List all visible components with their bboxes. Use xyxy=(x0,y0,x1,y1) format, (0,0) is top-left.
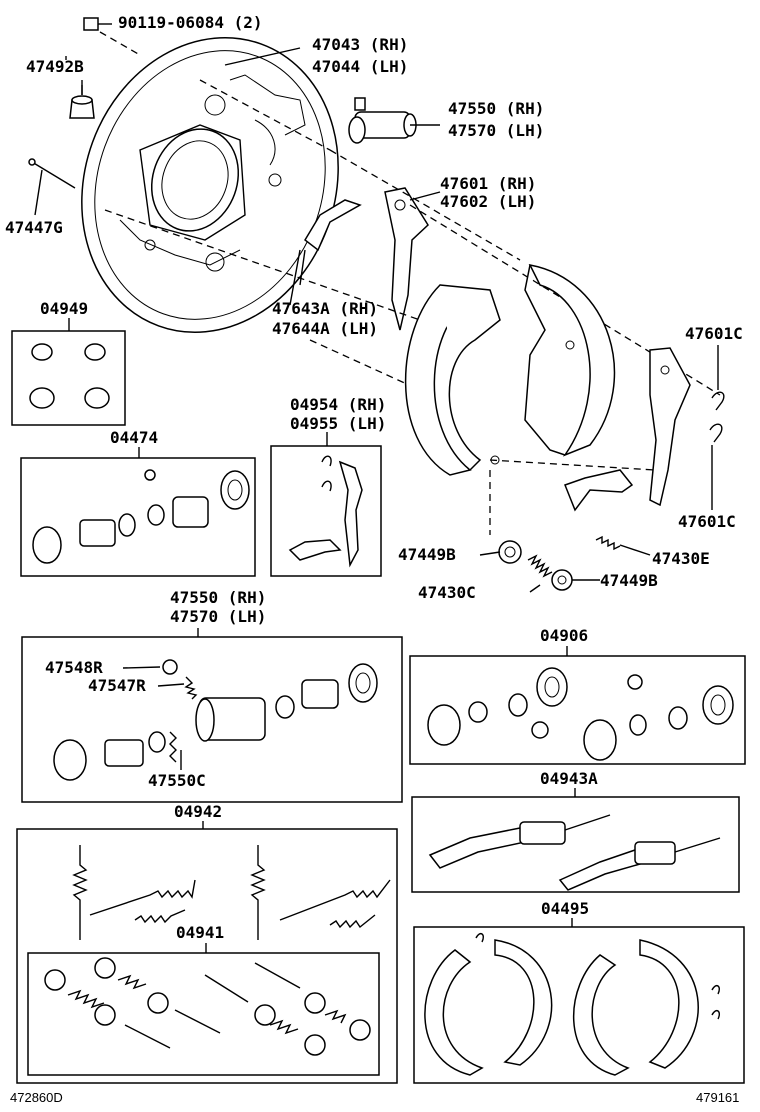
label-47447g: 47447G xyxy=(5,218,63,237)
label-04954-rh: 04954 (RH) xyxy=(290,395,387,414)
label-47570-lh: 47570 (LH) xyxy=(170,607,267,626)
label-47430e: 47430E xyxy=(652,549,710,568)
label-47601c-top: 47601C xyxy=(685,324,743,343)
bolt-part xyxy=(83,17,141,56)
label-47043-rh: 47043 (RH) xyxy=(312,35,409,54)
label-47547r: 47547R xyxy=(88,676,146,695)
label-47550-rh-top: 47550 (RH) xyxy=(448,99,545,118)
brake-shoe-left xyxy=(404,284,501,476)
label-04955-lh: 04955 (LH) xyxy=(290,414,387,433)
cylinder-kit-04474 xyxy=(32,469,250,564)
label-04906: 04906 xyxy=(540,626,589,645)
label-47430c: 47430C xyxy=(418,583,476,602)
label-47548r: 47548R xyxy=(45,658,103,677)
wheel-cylinder-part xyxy=(348,97,440,144)
label-04942: 04942 xyxy=(174,802,223,821)
box-04942 xyxy=(16,828,398,1084)
springs-04942 xyxy=(72,845,391,940)
pins-04941 xyxy=(44,957,371,1056)
label-04943a: 04943A xyxy=(540,769,598,788)
label-47602-lh: 47602 (LH) xyxy=(440,192,537,211)
adjuster-04943A xyxy=(428,814,721,891)
kit-04954 xyxy=(288,455,363,568)
label-47449b-top: 47449B xyxy=(398,545,456,564)
lever-parts xyxy=(299,187,429,331)
label-47044-lh: 47044 (LH) xyxy=(312,57,409,76)
label-04495: 04495 xyxy=(541,899,590,918)
box-04906 xyxy=(409,655,746,765)
kit-04906 xyxy=(427,667,734,761)
label-47492b: 47492B xyxy=(26,57,84,76)
label-47644a-lh: 47644A (LH) xyxy=(272,319,378,338)
box-47550 xyxy=(21,636,403,803)
label-47449b-bottom: 47449B xyxy=(600,571,658,590)
label-04474: 04474 xyxy=(110,428,159,447)
label-47570-lh-top: 47570 (LH) xyxy=(448,121,545,140)
footer-left-code: 472860D xyxy=(10,1090,63,1105)
spring-parts xyxy=(498,535,651,593)
box-04941 xyxy=(27,952,380,1076)
label-47550c: 47550C xyxy=(148,771,206,790)
label-04941: 04941 xyxy=(176,923,225,942)
box-04954 xyxy=(270,445,382,577)
label-04949: 04949 xyxy=(40,299,89,318)
strut-part xyxy=(564,469,634,512)
parking-lever-part xyxy=(649,347,691,507)
backing-plate xyxy=(81,36,339,334)
leader-lines xyxy=(65,47,576,953)
label-47550-rh: 47550 (RH) xyxy=(170,588,267,607)
clip-parts xyxy=(709,345,725,510)
label-47601c-bottom: 47601C xyxy=(678,512,736,531)
label-90119-06084: 90119-06084 (2) xyxy=(118,13,263,32)
box-04474 xyxy=(20,457,256,577)
pin-part xyxy=(28,158,76,216)
cylinder-assembly-47550 xyxy=(53,659,378,781)
shoe-set-04495 xyxy=(424,932,721,1076)
footer-right-code: 479161 xyxy=(696,1090,740,1105)
box-04949 xyxy=(11,330,126,426)
label-47643a-rh: 47643A (RH) xyxy=(272,299,378,318)
caps-04949 xyxy=(29,343,110,409)
box-04495 xyxy=(413,926,745,1084)
brake-shoe-right xyxy=(524,263,616,457)
label-47601-rh: 47601 (RH) xyxy=(440,174,537,193)
